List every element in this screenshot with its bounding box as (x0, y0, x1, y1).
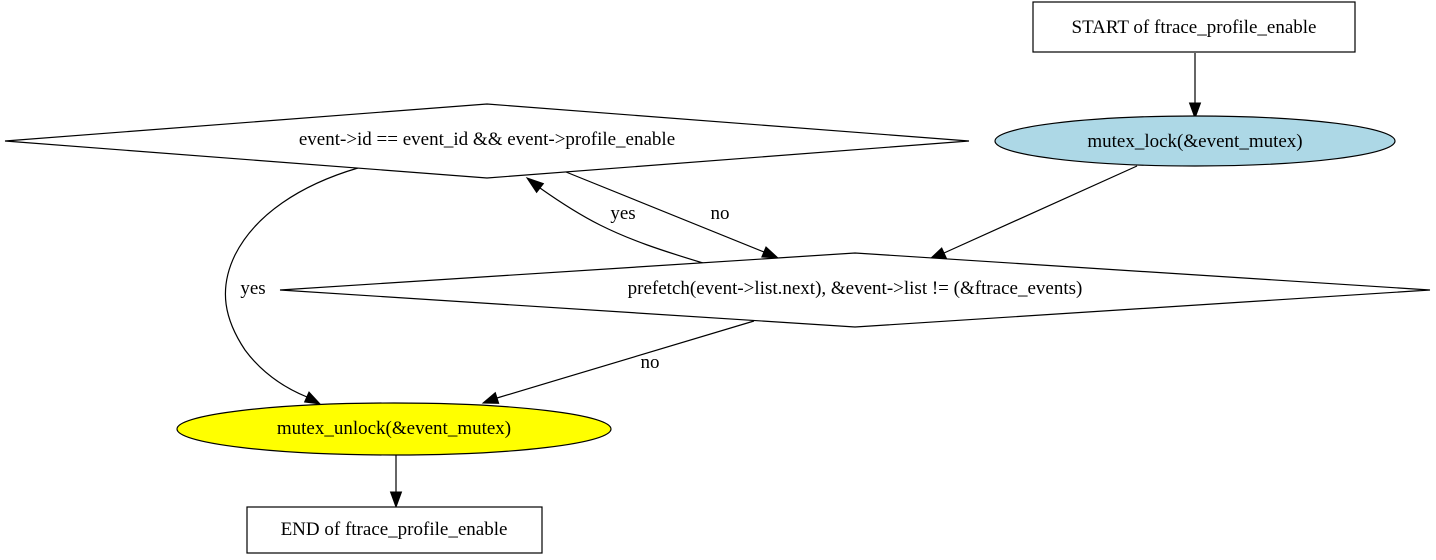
edge-loop-to-condition-label: yes (610, 203, 635, 224)
edge-condition-to-unlock-label: yes (240, 278, 265, 299)
edge-condition-to-unlock (224, 167, 359, 405)
node-start-label: START of ftrace_profile_enable (1072, 17, 1317, 38)
edge-loop-to-unlock (481, 320, 755, 404)
node-start-box (1032, 1, 1356, 53)
edge-unlock-to-end (389, 455, 403, 509)
node-loop-diamond (279, 252, 1431, 328)
edge-loop-to-unlock-arrowhead (481, 391, 500, 404)
node-start: START of ftrace_profile_enable (1032, 1, 1356, 53)
edge-lock-to-loop-arrowhead (928, 247, 948, 260)
node-condition-diamond (4, 103, 970, 179)
edge-loop-to-condition-arrowhead (525, 177, 545, 194)
edge-unlock-to-end-arrowhead (389, 491, 403, 509)
edge-condition-to-loop-label: no (711, 203, 730, 224)
node-lock: mutex_lock(&event_mutex) (994, 115, 1396, 167)
node-end-box (246, 506, 543, 554)
node-unlock: mutex_unlock(&event_mutex) (176, 402, 612, 456)
node-loop-label: prefetch(event->list.next), &event->list… (628, 278, 1083, 299)
node-condition-label: event->id == event_id && event->profile_… (299, 129, 675, 150)
node-end: END of ftrace_profile_enable (246, 506, 543, 554)
edge-condition-to-loop (565, 171, 780, 259)
edge-lock-to-loop (928, 165, 1138, 260)
node-end-label: END of ftrace_profile_enable (281, 519, 508, 540)
node-unlock-label: mutex_unlock(&event_mutex) (277, 418, 511, 439)
node-lock-ellipse (994, 115, 1396, 167)
node-unlock-ellipse (176, 402, 612, 456)
node-condition: event->id == event_id && event->profile_… (4, 103, 970, 179)
edge-start-to-lock (1188, 53, 1202, 120)
node-lock-label: mutex_lock(&event_mutex) (1087, 131, 1302, 152)
edge-start-to-lock-arrowhead (1188, 102, 1202, 120)
edge-condition-to-loop-arrowhead (761, 246, 780, 259)
edge-loop-to-condition (525, 177, 704, 264)
edge-condition-to-unlock-arrowhead (303, 391, 322, 405)
edge-loop-to-unlock-label: no (641, 352, 660, 373)
node-loop: prefetch(event->list.next), &event->list… (279, 252, 1431, 328)
